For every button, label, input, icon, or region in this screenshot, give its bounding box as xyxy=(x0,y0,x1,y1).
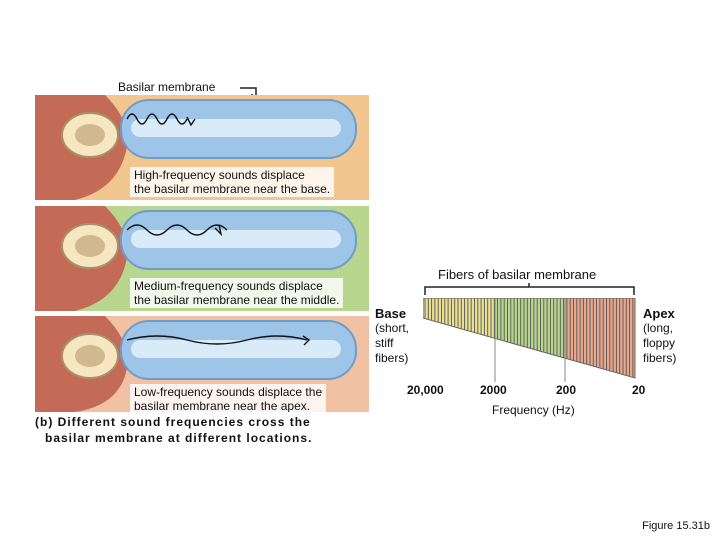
caption-high-frequency: High-frequency sounds displace the basil… xyxy=(130,167,335,197)
panel-b-caption: (b) Different sound frequencies cross th… xyxy=(35,415,313,445)
panel-low-frequency: Low-frequency sounds displace the basila… xyxy=(35,316,369,412)
basilar-membrane-label: Basilar membrane xyxy=(118,80,216,94)
fibers-bracket xyxy=(424,283,635,295)
tick-20000: 20,000 xyxy=(407,383,444,397)
tick-200: 200 xyxy=(556,383,577,397)
frequency-axis-label: Frequency (Hz) xyxy=(492,403,575,417)
tick-20: 20 xyxy=(632,383,646,397)
cochlea-illustration xyxy=(35,206,357,311)
cochlea-illustration xyxy=(35,95,357,200)
apex-label: Apex (long, floppy fibers) xyxy=(643,306,677,365)
caption-low-frequency: Low-frequency sounds displace the basila… xyxy=(130,384,327,412)
fibers-title: Fibers of basilar membrane xyxy=(438,267,597,282)
basilar-fiber-diagram xyxy=(423,298,636,382)
panel-medium-frequency: Medium-frequency sounds displace the bas… xyxy=(35,206,369,311)
caption-medium-frequency: Medium-frequency sounds displace the bas… xyxy=(130,278,344,308)
base-label: Base (short, stiff fibers) xyxy=(375,306,410,365)
panel-high-frequency: High-frequency sounds displace the basil… xyxy=(35,95,369,200)
cochlea-illustration xyxy=(35,316,357,412)
tick-2000: 2000 xyxy=(480,383,507,397)
figure-label: Figure 15.31b xyxy=(642,520,710,532)
